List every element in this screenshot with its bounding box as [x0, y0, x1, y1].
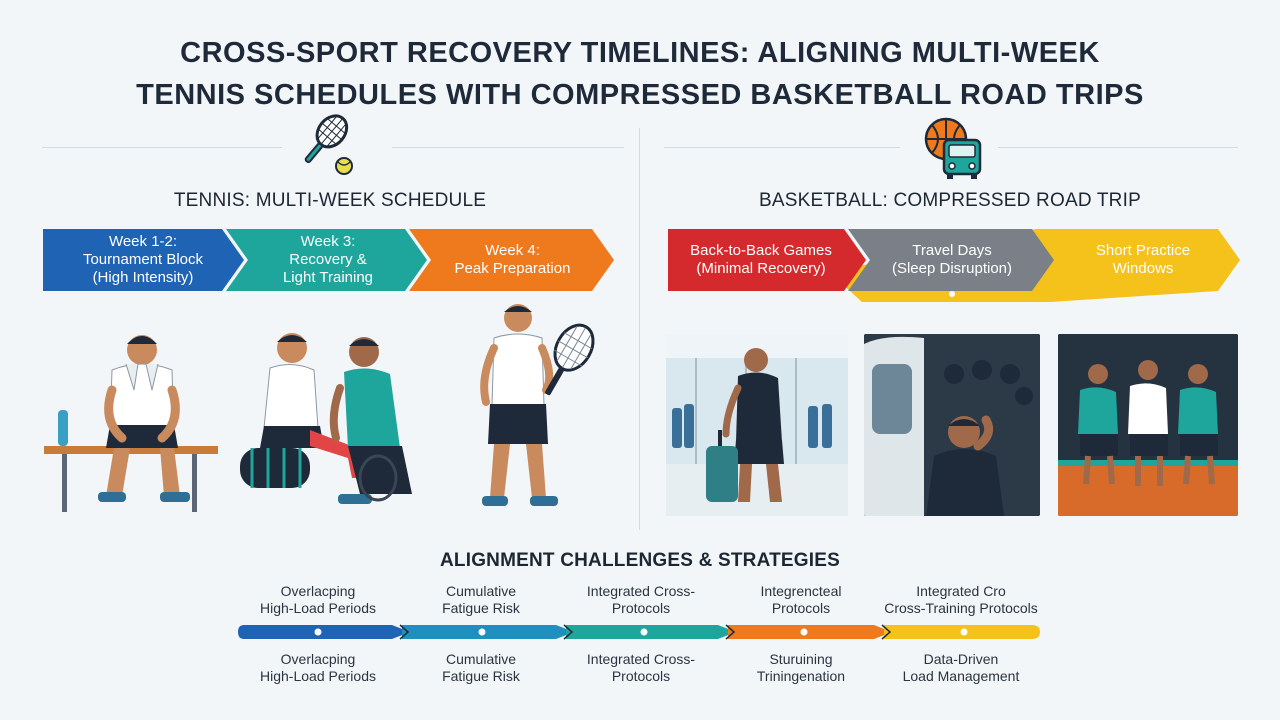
tennis-phase-2-shape [226, 229, 427, 291]
tennis-phase-2: Week 3: Recovery & Light Training [236, 229, 420, 291]
top-label-1: Overlacping High-Load Periods [260, 583, 376, 616]
basketball-phase-1: Back-to-Back Games (Minimal Recovery) [668, 229, 854, 291]
tennis-phase-2-label: Week 3: Recovery & Light Training [282, 233, 374, 286]
tennis-heading: TENNIS: MULTI-WEEK SCHEDULE [173, 190, 487, 211]
basketball-phase-1-label: Back-to-Back Games (Minimal Recovery) [690, 242, 832, 277]
timeline-segment-2 [402, 625, 574, 639]
tennis-phase-3-shape [409, 229, 614, 291]
divider-right-2 [998, 147, 1238, 148]
title-line-1: CROSS-SPORT RECOVERY TIMELINES: ALIGNING… [180, 37, 1100, 69]
tennis-image-standing [456, 298, 616, 520]
tennis-phase-1: Week 1-2: Tournament Block (High Intensi… [43, 229, 243, 291]
basketball-phase-2: Travel Days (Sleep Disruption) [862, 229, 1042, 291]
timeline-arrows [399, 624, 892, 640]
basketball-image-bus [864, 334, 1040, 516]
tennis-racket-ball-icon [290, 110, 360, 185]
tennis-phase-1-label: Week 1-2: Tournament Block (High Intensi… [82, 233, 204, 286]
alignment-timeline-bar [238, 624, 1040, 640]
divider-right [664, 147, 900, 148]
timeline-segment-1 [238, 625, 410, 639]
tennis-phase-3: Week 4: Peak Preparation [420, 229, 605, 291]
tennis-image-recovery [240, 318, 416, 514]
bottom-label-4: Sturuining Triningenation [756, 651, 846, 684]
top-label-2: Cumulative Fatigue Risk [442, 583, 520, 616]
title-line-2: TENNIS SCHEDULES WITH COMPRESSED BASKETB… [136, 79, 1144, 111]
divider-left-2 [392, 147, 624, 148]
basketball-image-court [1058, 334, 1238, 516]
basketball-image-airport [666, 334, 848, 516]
top-label-3: Integrated Cross- Protocols [586, 583, 696, 616]
basketball-bus-icon [916, 112, 988, 187]
timeline-markers [314, 628, 968, 636]
phase-chevrons [43, 229, 1240, 302]
bottom-label-2: Cumulative Fatigue Risk [442, 651, 520, 684]
basketball-heading: BASKETBALL: COMPRESSED ROAD TRIP [759, 190, 1141, 211]
basketball-phase-2-shape [848, 229, 1054, 291]
bottom-label-3: Integrated Cross- Protocols [586, 651, 696, 684]
top-label-4: Integrencteal Protocols [760, 583, 842, 616]
tennis-phase-1-shape [43, 229, 244, 291]
bottom-label-5: Data-Driven Load Management [902, 651, 1020, 684]
page-title: CROSS-SPORT RECOVERY TIMELINES: ALIGNING… [0, 32, 1280, 116]
timeline-segment-4 [728, 625, 892, 639]
center-divider [639, 128, 640, 530]
tennis-image-bench [42, 320, 222, 520]
tennis-phase-3-label: Week 4: Peak Preparation [454, 242, 571, 277]
timeline-segment-3 [566, 625, 736, 639]
divider-left [42, 147, 282, 148]
bottom-label-1: Overlacping High-Load Periods [260, 651, 376, 684]
basketball-phase-1-shape [668, 229, 866, 291]
alignment-heading: ALIGNMENT CHALLENGES & STRATEGIES [440, 550, 840, 571]
top-label-5: Integrated Cro Cross-Training Protocols [884, 583, 1038, 616]
basketball-phase-3: Short Practice Windows [1058, 229, 1228, 291]
basketball-phase-3-label: Short Practice Windows [1095, 242, 1191, 277]
basketball-phase-2-label: Travel Days (Sleep Disruption) [891, 242, 1013, 277]
